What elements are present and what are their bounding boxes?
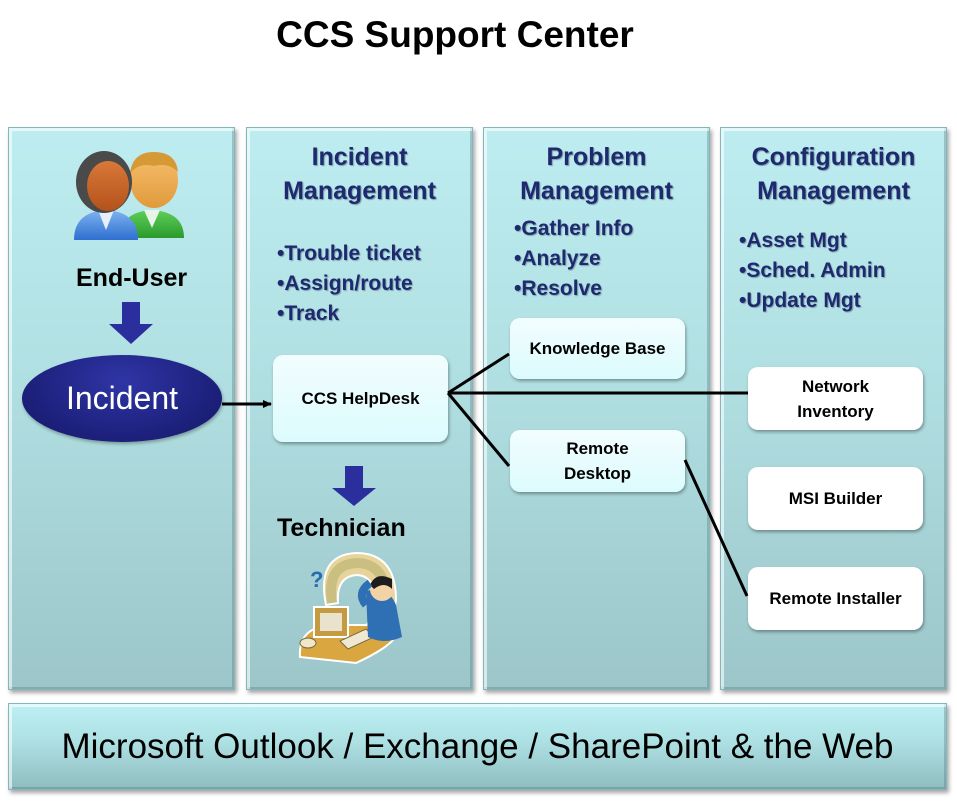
bullet-item: Gather Info	[514, 214, 633, 244]
heading-line: Management	[520, 177, 673, 205]
bullet-item: Update Mgt	[739, 286, 886, 316]
bullet-item: Sched. Admin	[739, 256, 885, 286]
box-line: Inventory	[797, 401, 874, 421]
box-line: Network	[801, 376, 870, 396]
heading-line: Incident	[311, 143, 408, 171]
down-arrow-icon	[109, 302, 153, 344]
users-icon	[74, 151, 184, 240]
problem-management-bullets: Gather Info Analyze Resolve	[514, 214, 633, 304]
down-arrow-icon	[332, 466, 376, 506]
heading-line: Configuration	[751, 143, 916, 171]
box-line: Desktop	[563, 464, 632, 483]
configuration-management-heading: Configuration Management	[721, 140, 946, 208]
remote-installer-box[interactable]: Remote Installer	[748, 567, 923, 630]
incident-management-heading: Incident Management	[247, 140, 472, 208]
network-inventory-box[interactable]: Network Inventory	[748, 367, 923, 430]
technician-label: Technician	[277, 514, 406, 542]
bullet-item: Asset Mgt	[739, 226, 886, 256]
bullet-item: Trouble ticket	[277, 239, 421, 269]
knowledge-base-box[interactable]: Knowledge Base	[510, 318, 685, 379]
heading-line: Management	[283, 177, 436, 205]
technician-icon: ?	[298, 551, 402, 665]
msi-builder-box[interactable]: MSI Builder	[748, 467, 923, 530]
configuration-management-bullets: Asset Mgt Sched. Admin Update Mgt	[739, 226, 886, 316]
problem-management-column: Problem Management Gather Info Analyze R…	[483, 127, 710, 690]
svg-text:?: ?	[310, 567, 323, 592]
box-line: Remote	[566, 439, 629, 458]
heading-line: Problem	[546, 143, 647, 171]
problem-management-heading: Problem Management	[484, 140, 709, 208]
bullet-item: Analyze	[514, 244, 633, 274]
platform-footer-bar: Microsoft Outlook / Exchange / SharePoin…	[8, 703, 947, 790]
ccs-helpdesk-box[interactable]: CCS HelpDesk	[273, 355, 448, 442]
incident-node[interactable]: Incident	[22, 355, 222, 442]
remote-desktop-box[interactable]: Remote Desktop	[510, 430, 685, 492]
bullet-item: Assign/route	[277, 269, 421, 299]
end-user-label: End-User	[76, 264, 188, 292]
page-title: CCS Support Center	[276, 14, 634, 55]
heading-line: Management	[757, 177, 910, 205]
bullet-item: Track	[277, 299, 421, 329]
incident-management-bullets: Trouble ticket Assign/route Track	[277, 239, 421, 329]
bullet-item: Resolve	[514, 274, 633, 304]
